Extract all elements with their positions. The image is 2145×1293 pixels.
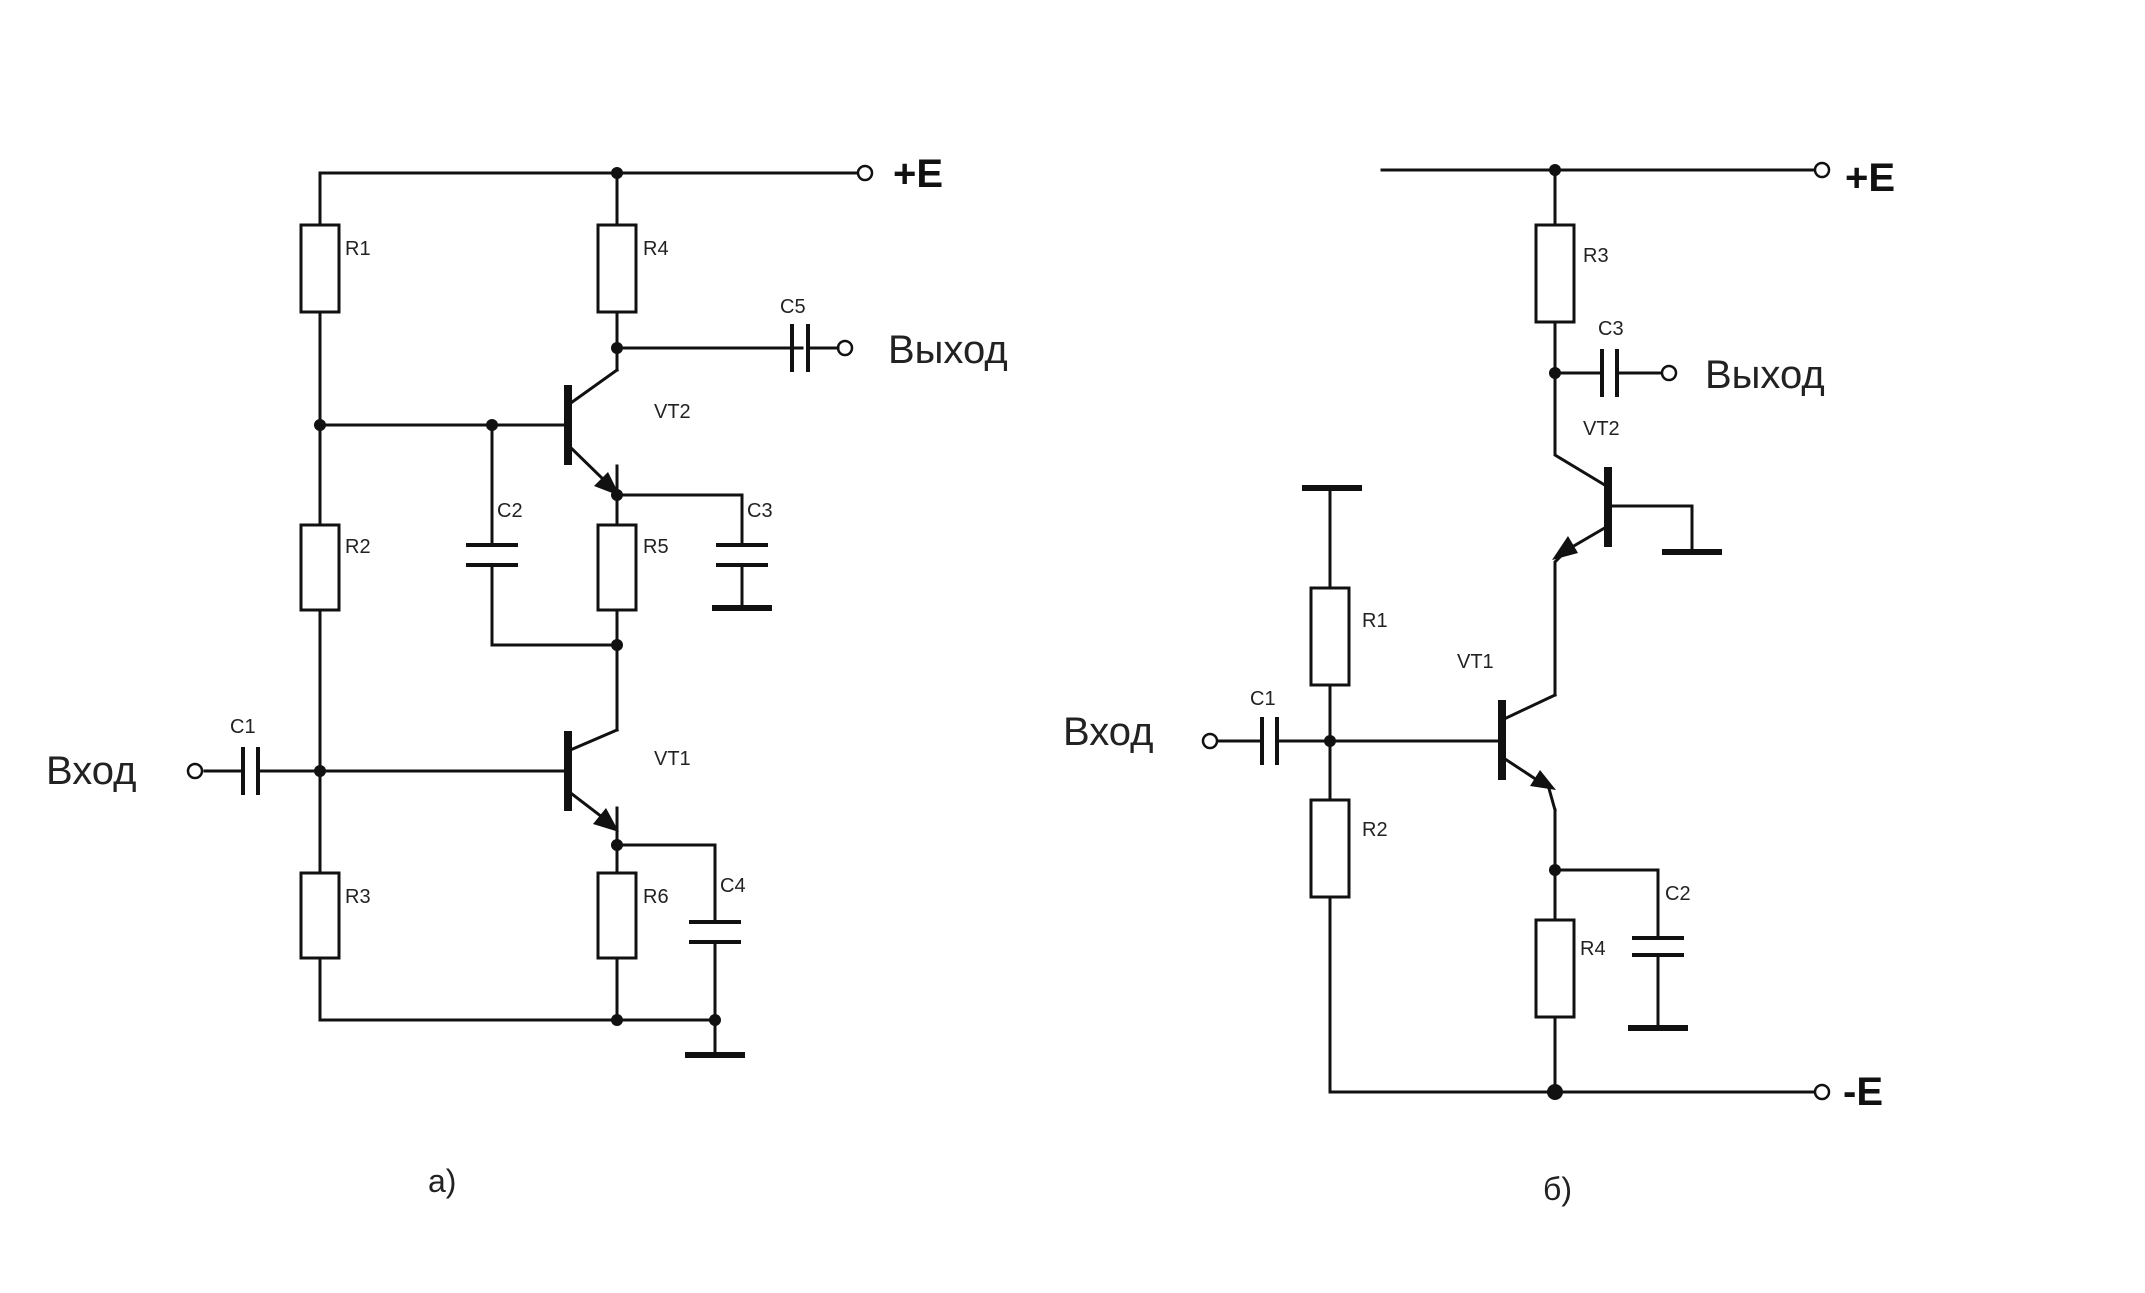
circuit-a-r3 (299, 871, 341, 960)
circuit-b-r2 (1309, 798, 1351, 899)
circuit-b-caption: б) (1543, 1171, 1572, 1207)
circuit-b-r1 (1309, 586, 1351, 687)
circuit-a-r5-label: R5 (643, 536, 669, 558)
circuit-b-r4 (1534, 918, 1576, 1019)
circuit-b-output-label: Выход (1705, 353, 1825, 397)
circuit-b-c3 (1600, 349, 1619, 397)
circuit-b-r3-label: R3 (1583, 245, 1609, 267)
circuit-a-vt1-label: VT1 (654, 748, 691, 770)
circuit-b-c1-label: C1 (1250, 688, 1276, 710)
circuit-a-c3 (716, 543, 768, 567)
circuit-b-vt2-label: VT2 (1583, 418, 1620, 440)
circuit-a-r1 (299, 223, 341, 314)
circuit-a-c2-label: C2 (497, 500, 523, 522)
circuit-a-r3-label: R3 (345, 886, 371, 908)
circuit-a-r6 (596, 871, 638, 960)
circuit-a-power-terminal (856, 164, 874, 182)
circuit-a-r6-label: R6 (643, 886, 669, 908)
circuit-b-power-neg-terminal (1813, 1083, 1831, 1101)
circuit-b-r2-label: R2 (1362, 819, 1388, 841)
circuit-a-c2 (466, 543, 518, 567)
circuit-a-r4 (596, 223, 638, 314)
circuit-b-c1 (1260, 717, 1279, 765)
circuit-a-vt1 (564, 728, 619, 832)
circuit-b-c2-label: C2 (1665, 883, 1691, 905)
circuit-a-output-label: Выход (888, 328, 1008, 372)
circuit-b-vt2 (1552, 467, 1612, 560)
circuit-b-input-terminal (1201, 732, 1219, 750)
circuit-a-c4-label: C4 (720, 875, 746, 897)
circuit-b: R1 R2 R3 R4 C1 C2 C3 VT2 VT1 +E -E Выход… (1063, 156, 1895, 1207)
circuit-b-vt1 (1498, 700, 1557, 812)
circuit-a-vt2 (564, 367, 620, 496)
circuit-a-c5-label: C5 (780, 296, 806, 318)
circuit-a-input-label: Вход (46, 749, 137, 793)
circuit-a-power-label: +E (893, 152, 943, 196)
circuit-a-caption: а) (428, 1163, 456, 1199)
circuit-b-input-label: Вход (1063, 710, 1154, 754)
circuit-a-c1-label: C1 (230, 716, 256, 738)
circuit-b-wires (1215, 168, 1817, 1094)
circuit-a-input-terminal (186, 762, 204, 780)
circuit-b-output-terminal (1660, 364, 1678, 382)
circuit-a-r5 (596, 523, 638, 612)
circuit-a-r1-label: R1 (345, 238, 371, 260)
circuit-a-r2 (299, 523, 341, 612)
circuit-a-output-terminal (836, 339, 854, 357)
circuit-b-power-neg-label: -E (1843, 1070, 1883, 1114)
circuit-a-c4 (689, 920, 741, 944)
circuit-b-power-pos-label: +E (1845, 156, 1895, 200)
circuit-b-junctions (1324, 164, 1563, 1100)
circuit-b-power-pos-terminal (1813, 161, 1831, 179)
circuit-a-c3-label: C3 (747, 500, 773, 522)
circuit-b-r3 (1534, 223, 1576, 324)
circuit-a-junctions (314, 167, 721, 1026)
circuit-b-c3-label: C3 (1598, 318, 1624, 340)
circuit-b-vt1-label: VT1 (1457, 651, 1494, 673)
circuit-b-r1-label: R1 (1362, 610, 1388, 632)
circuit-b-c2 (1632, 936, 1684, 957)
circuit-a-r4-label: R4 (643, 238, 669, 260)
circuit-a-vt2-label: VT2 (654, 401, 691, 423)
circuit-a: R1 R2 R3 R4 R5 R6 C1 C2 C3 C4 C5 VT2 VT1… (46, 152, 1008, 1199)
circuit-b-r4-label: R4 (1580, 938, 1606, 960)
circuit-a-c1 (241, 747, 260, 795)
circuit-a-r2-label: R2 (345, 536, 371, 558)
